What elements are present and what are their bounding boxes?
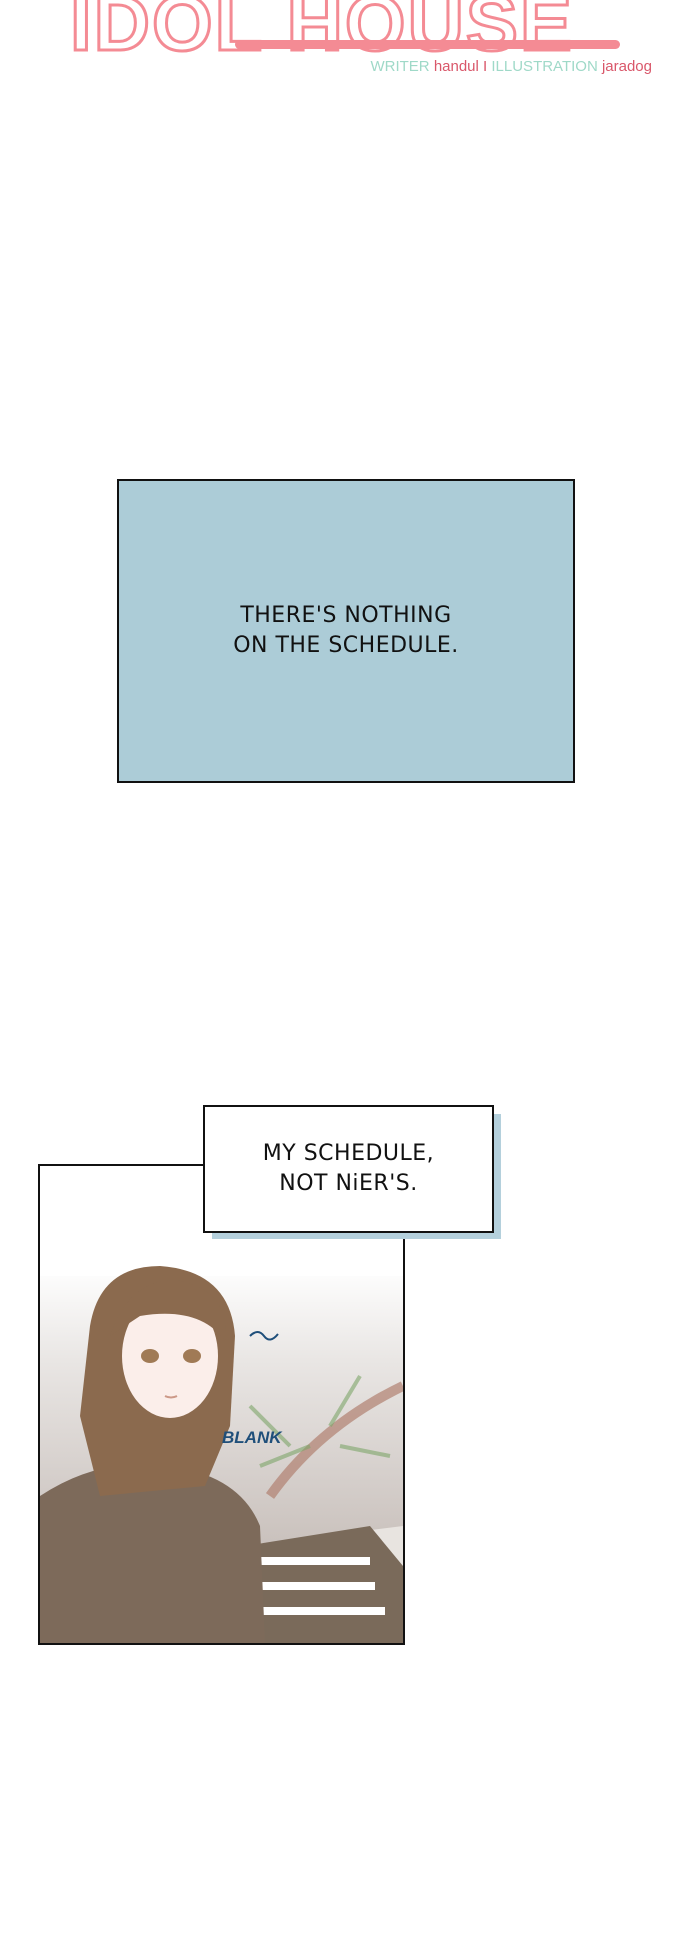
logo-underline xyxy=(235,40,620,49)
caption-line: THERE'S NOTHING xyxy=(240,603,452,628)
credit-separator: I xyxy=(483,58,488,75)
illustration-label: ILLUSTRATION xyxy=(491,58,598,75)
caption-text-2: MY SCHEDULE, NOT NiER'S. xyxy=(263,1139,434,1199)
caption-text-1: THERE'S NOTHING ON THE SCHEDULE. xyxy=(233,601,459,661)
series-logo: IDOL HOUSE xyxy=(69,0,574,69)
caption-line: NOT NiER'S. xyxy=(279,1171,418,1196)
caption-line: ON THE SCHEDULE. xyxy=(233,633,459,658)
writer-name: handul xyxy=(433,58,479,75)
sfx-blank: BLANK xyxy=(222,1428,282,1447)
illustrator-name: jaradog xyxy=(601,58,652,75)
narration-panel-1: THERE'S NOTHING ON THE SCHEDULE. xyxy=(117,479,575,783)
writer-label: WRITER xyxy=(370,58,430,75)
credits: WRITER handul I ILLUSTRATION jaradog xyxy=(370,58,652,75)
caption-line: MY SCHEDULE, xyxy=(262,1141,435,1166)
narration-box-2: MY SCHEDULE, NOT NiER'S. xyxy=(203,1105,494,1233)
